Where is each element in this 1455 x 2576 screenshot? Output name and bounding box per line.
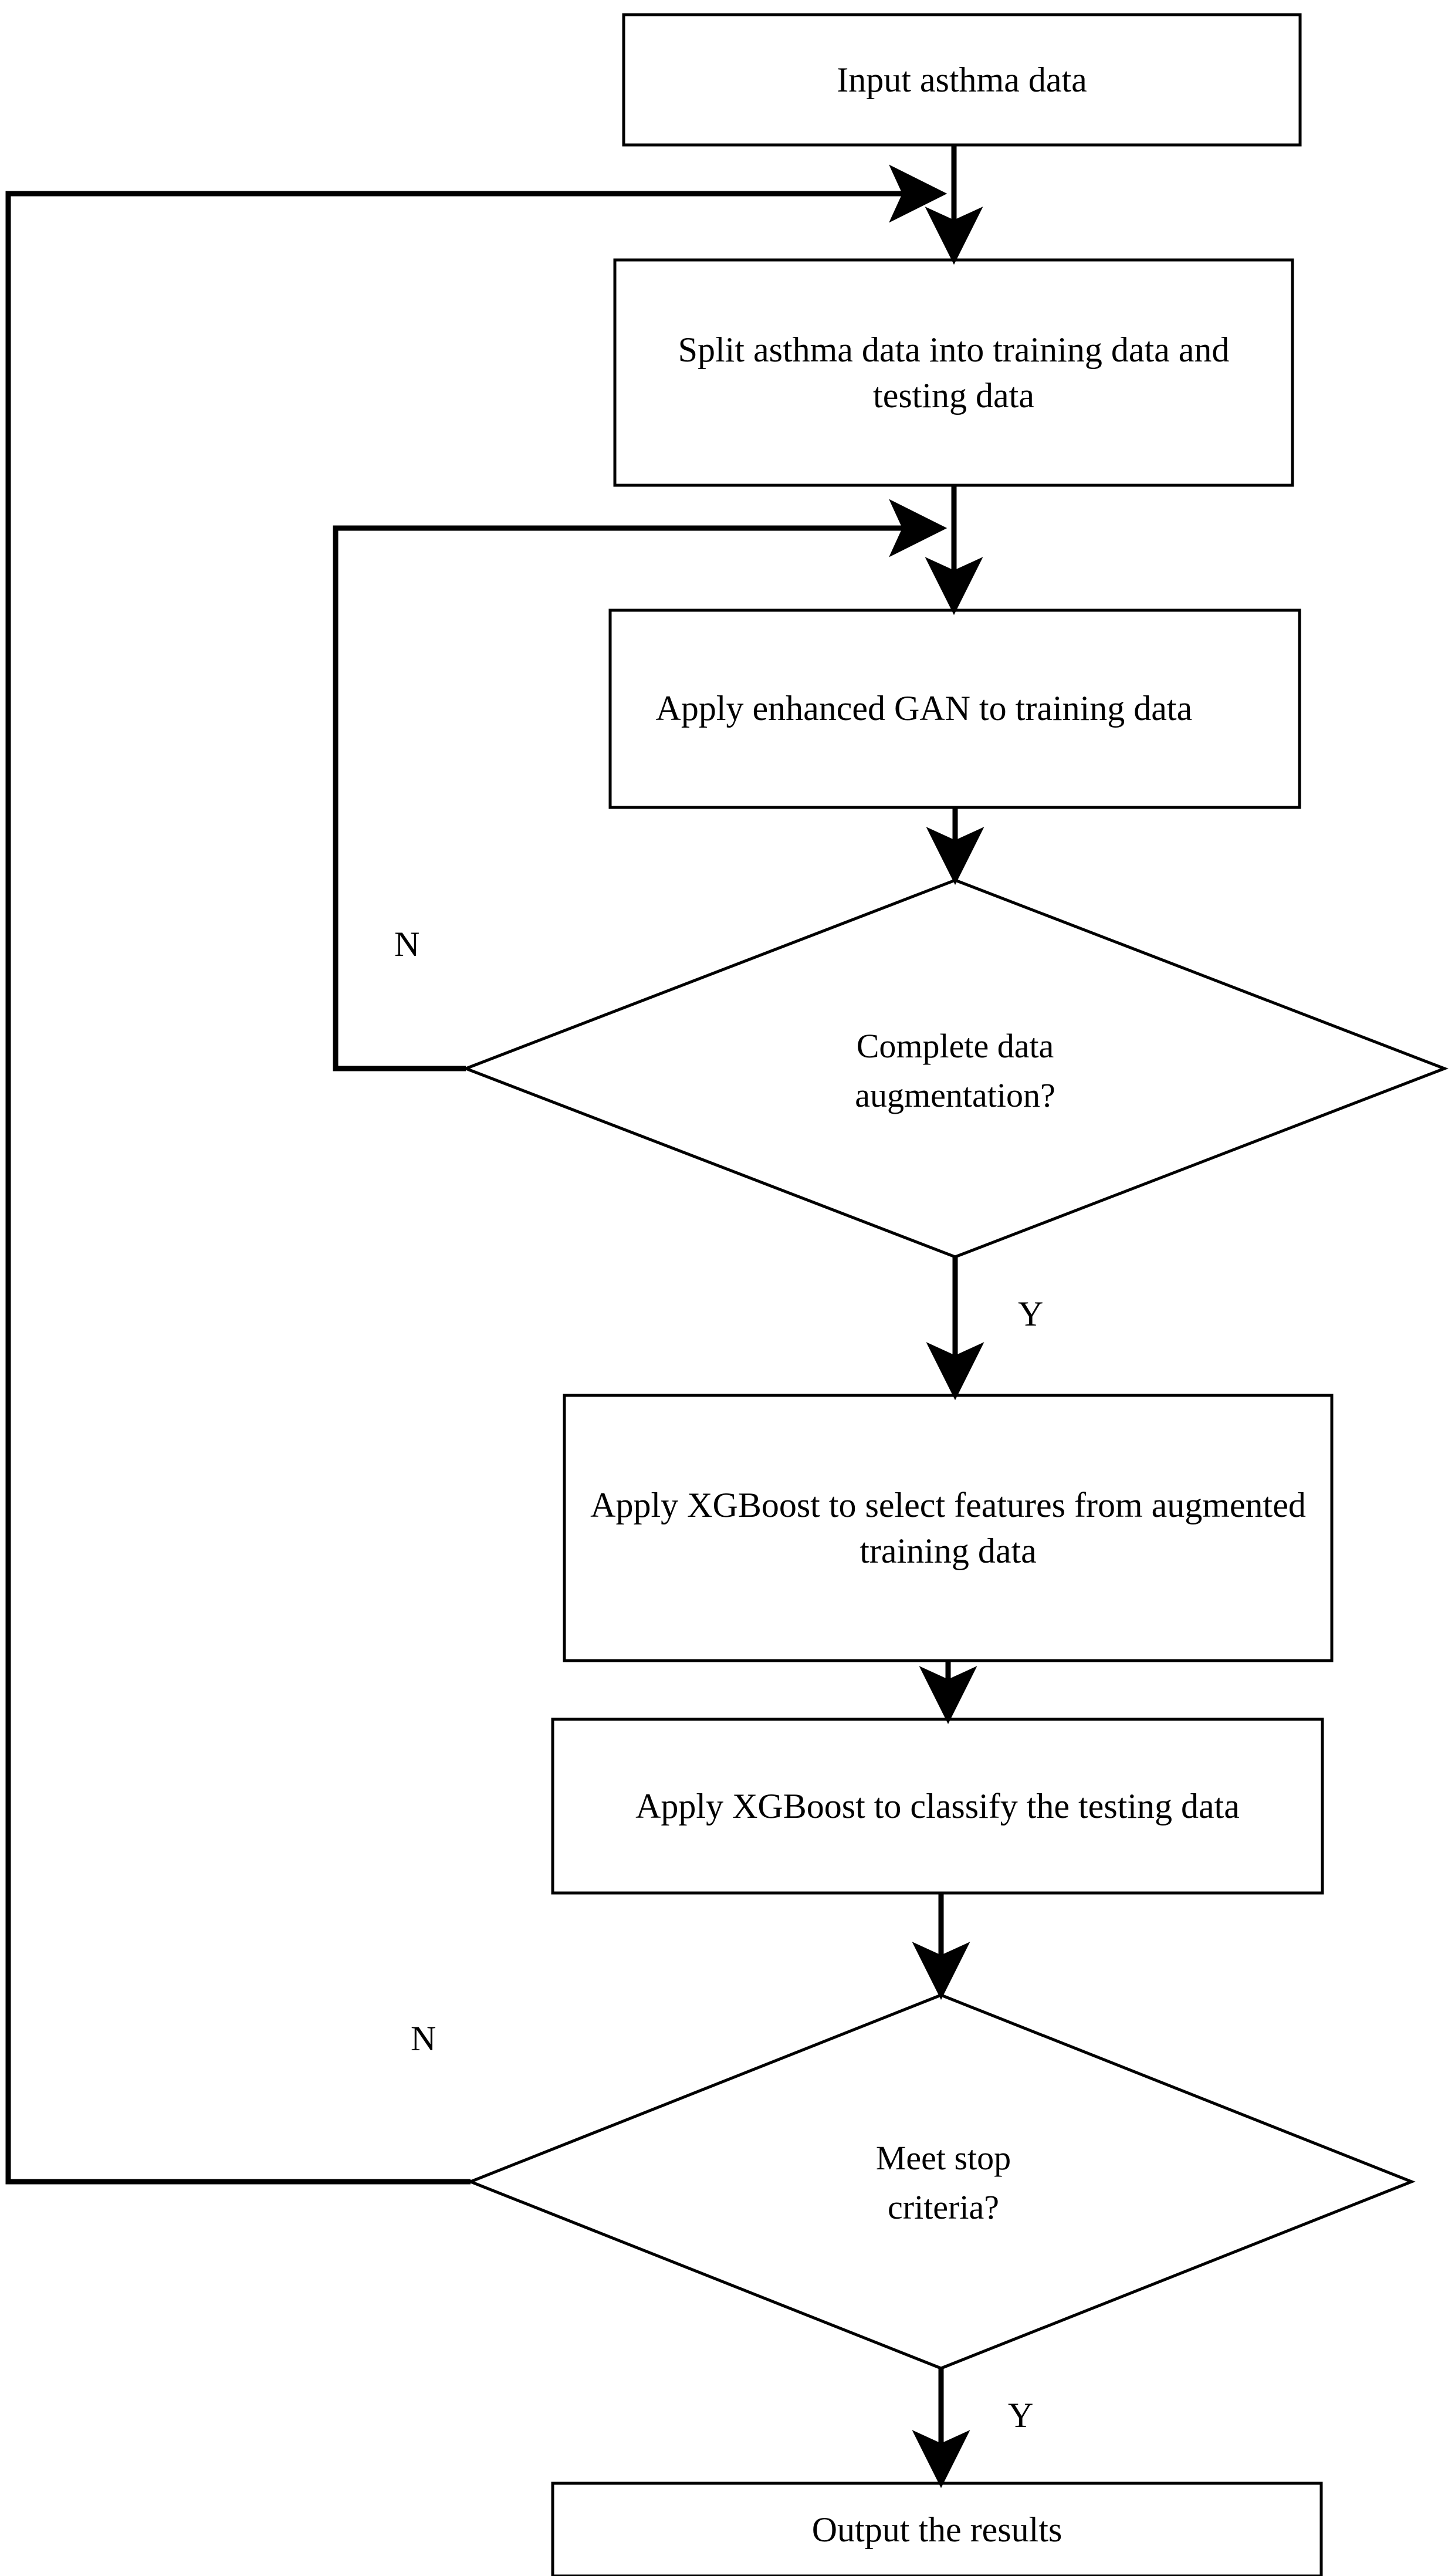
node-shape-output-the-results: [551, 2482, 1323, 2576]
node-shape-apply-xgboost-select-features: [563, 1394, 1334, 1662]
node-shape-complete-data-augmentation: [462, 878, 1449, 1259]
node-shape-meet-stop-criteria: [466, 1993, 1416, 2370]
node-shape-split-asthma-data: [613, 258, 1294, 487]
node-shape-input-asthma-data: [622, 13, 1302, 147]
edge-label-stop-no: N: [411, 2019, 436, 2058]
edge-label-augmentation-no: N: [394, 925, 420, 964]
edge-stop-no-feedback-loop: [5, 164, 948, 2185]
node-shape-apply-enhanced-gan: [608, 608, 1301, 809]
edge-label-stop-yes: Y: [1008, 2396, 1034, 2435]
node-shape-apply-xgboost-classify: [551, 1718, 1324, 1895]
edge-label-augmentation-yes: Y: [1018, 1294, 1044, 1333]
edge-augmentation-no-feedback-loop: [333, 499, 948, 1071]
